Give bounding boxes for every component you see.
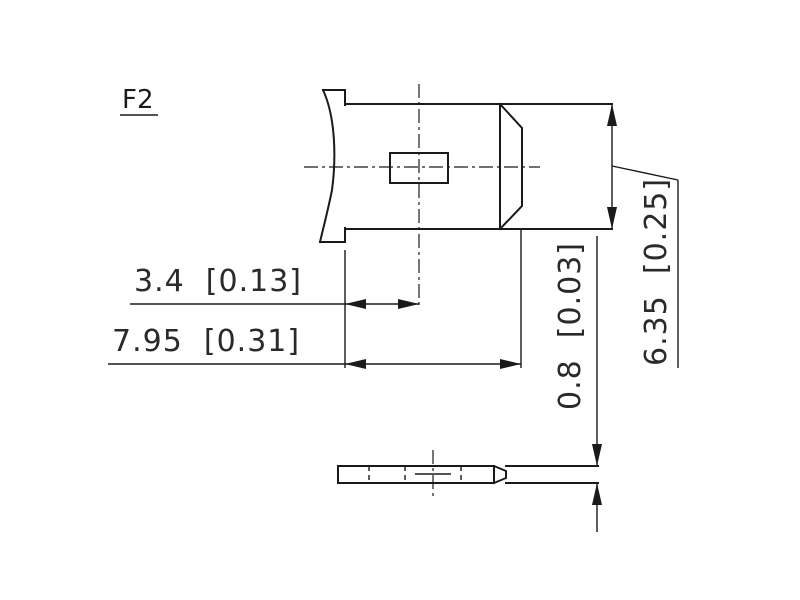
- terminal-top-view: [304, 84, 613, 305]
- dim-overall-length: 7.95 [0.31]: [108, 230, 522, 369]
- dim-thickness-text: 0.8 [0.03]: [553, 242, 588, 410]
- dim-pin-offset: 3.4 [0.13]: [130, 250, 419, 368]
- dim-width-text: 6.35 [0.25]: [639, 178, 674, 366]
- figure-label: F2: [122, 85, 154, 115]
- dim-pin-offset-text: 3.4 [0.13]: [134, 264, 302, 299]
- dim-thickness: 0.8 [0.03]: [553, 236, 602, 532]
- terminal-side-view: [337, 450, 599, 496]
- dim-width: 6.35 [0.25]: [607, 104, 679, 368]
- dim-overall-length-text: 7.95 [0.31]: [112, 324, 300, 359]
